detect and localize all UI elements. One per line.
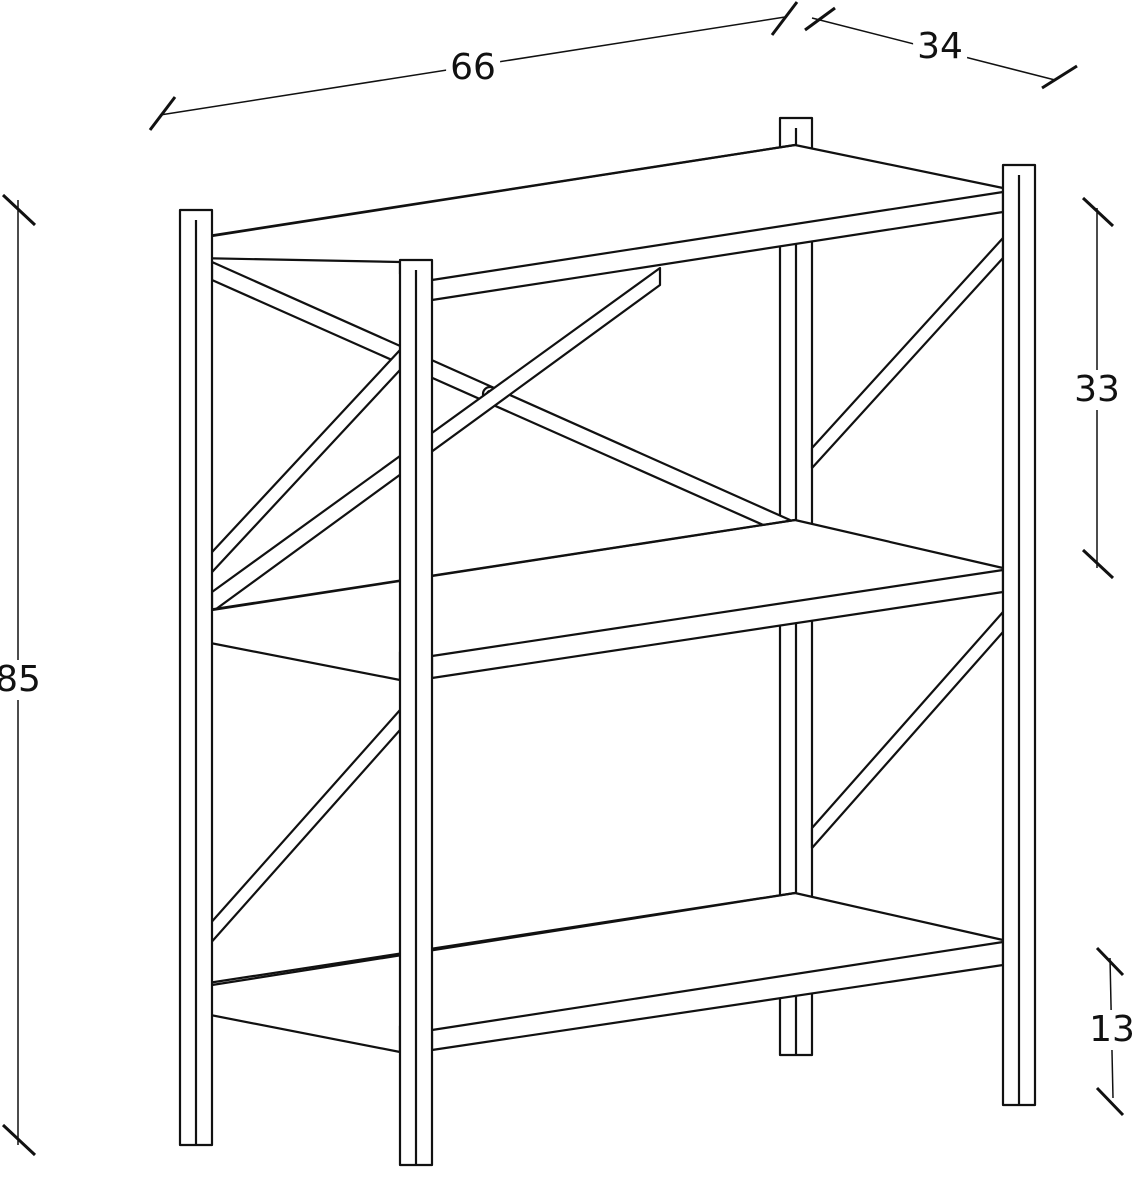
right-post xyxy=(1001,163,1037,1107)
left-post xyxy=(178,208,214,1147)
depth-label: 34 xyxy=(913,27,967,67)
height-label: 85 xyxy=(0,660,45,700)
front-post xyxy=(398,258,434,1167)
middle-shelf xyxy=(193,518,1005,682)
dimension-lines xyxy=(1,1,1125,1157)
top-shelf xyxy=(193,143,1005,302)
bottom-clearance-label: 13 xyxy=(1085,1010,1133,1050)
left-side-braces xyxy=(198,266,662,957)
bottom-shelf xyxy=(193,891,1005,1054)
width-label: 66 xyxy=(446,48,500,88)
shelf-spacing-label: 33 xyxy=(1070,370,1124,410)
